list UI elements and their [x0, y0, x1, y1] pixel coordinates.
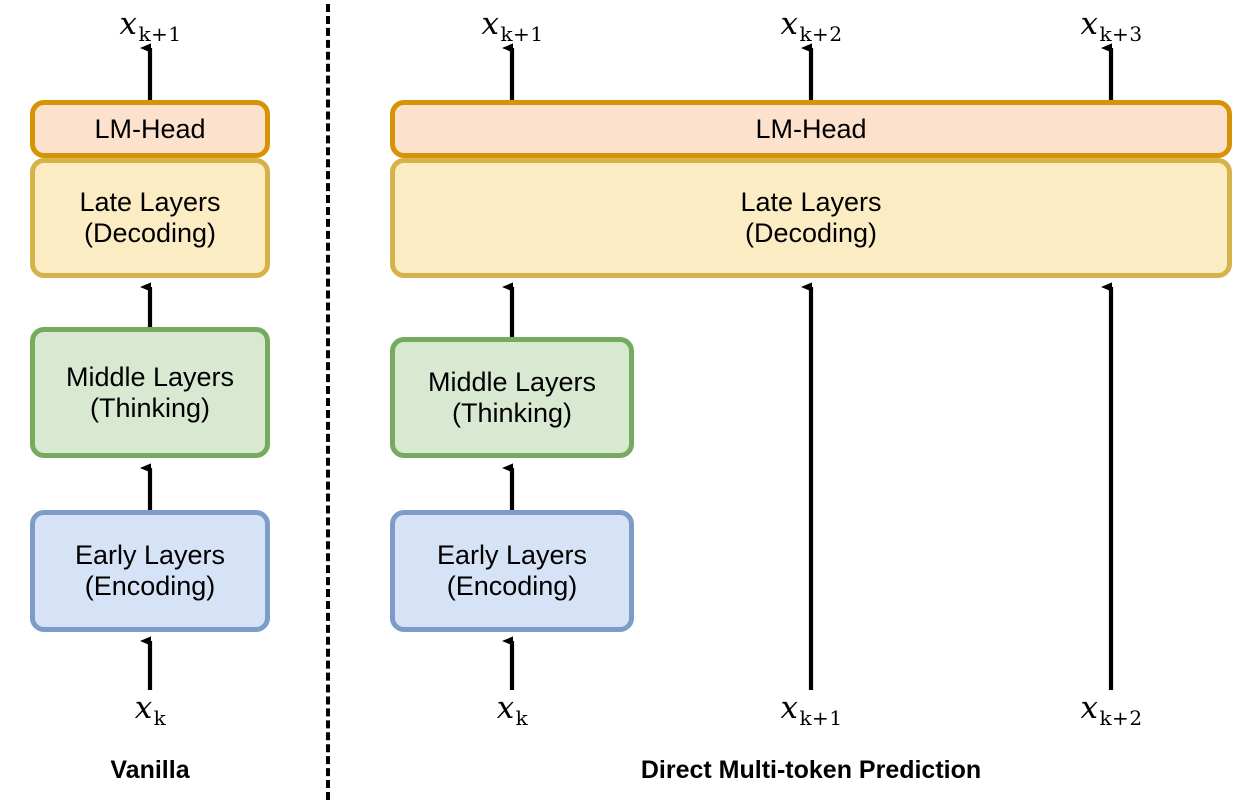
- dmtp-early-layers-line2: (Encoding): [446, 571, 578, 601]
- vanilla-late-layers-label: Late Layers (Decoding): [79, 187, 220, 249]
- dmtp-output-token-2-sub: k+3: [1099, 22, 1143, 46]
- dmtp-middle-layers-box[interactable]: Middle Layers (Thinking): [390, 337, 634, 458]
- dmtp-late-layers-line2: (Decoding): [744, 218, 878, 248]
- dmtp-input-token-0-sub: k: [515, 706, 529, 730]
- vanilla-late-layers-box[interactable]: Late Layers (Decoding): [30, 158, 270, 278]
- dmtp-output-token-1: xk+2: [780, 6, 842, 46]
- vanilla-output-token-0: xk+1: [119, 6, 181, 46]
- dmtp-output-token-0: xk+1: [481, 6, 543, 46]
- dmtp-late-layers-label: Late Layers (Decoding): [740, 187, 881, 249]
- dmtp-lm-head-label: LM-Head: [755, 114, 866, 145]
- vanilla-middle-layers-line2: (Thinking): [89, 392, 211, 423]
- dmtp-input-token-2-sub: k+2: [1099, 706, 1143, 730]
- panel-divider: [326, 4, 330, 800]
- vanilla-middle-layers-box[interactable]: Middle Layers (Thinking): [30, 327, 270, 458]
- dmtp-panel-caption: Direct Multi-token Prediction: [640, 756, 982, 784]
- dmtp-output-token-1-sub: k+2: [799, 22, 843, 46]
- dmtp-late-layers-box[interactable]: Late Layers (Decoding): [390, 158, 1232, 278]
- vanilla-late-layers-line2: (Decoding): [83, 218, 217, 248]
- dmtp-output-token-0-sub: k+1: [500, 22, 544, 46]
- vanilla-lm-head-label: LM-Head: [94, 114, 205, 145]
- dmtp-input-token-2: xk+2: [1080, 690, 1142, 730]
- dmtp-early-layers-line1: Early Layers: [436, 540, 588, 571]
- vanilla-early-layers-line2: (Encoding): [84, 571, 216, 601]
- dmtp-middle-layers-line1: Middle Layers: [427, 366, 597, 397]
- vanilla-early-layers-box[interactable]: Early Layers (Encoding): [30, 510, 270, 632]
- vanilla-input-token-0: xk: [134, 690, 166, 730]
- dmtp-output-token-1-base: x: [780, 6, 799, 42]
- dmtp-input-token-0: xk: [496, 690, 528, 730]
- dmtp-lm-head-line1: LM-Head: [755, 113, 867, 144]
- dmtp-early-layers-label: Early Layers (Encoding): [437, 540, 587, 602]
- dmtp-output-token-2-base: x: [1080, 6, 1099, 42]
- vanilla-middle-layers-line1: Middle Layers: [65, 361, 235, 392]
- vanilla-early-layers-line1: Early Layers: [74, 540, 226, 571]
- dmtp-input-token-2-base: x: [1080, 690, 1099, 726]
- dmtp-middle-layers-label: Middle Layers (Thinking): [428, 367, 596, 429]
- dmtp-output-token-0-base: x: [481, 6, 500, 42]
- vanilla-input-token-0-sub: k: [153, 706, 167, 730]
- dmtp-early-layers-box[interactable]: Early Layers (Encoding): [390, 510, 634, 632]
- dmtp-middle-layers-line2: (Thinking): [451, 397, 573, 428]
- vanilla-late-layers-line1: Late Layers: [79, 187, 221, 218]
- dmtp-input-token-1: xk+1: [780, 690, 842, 730]
- dmtp-input-token-1-base: x: [780, 690, 799, 726]
- vanilla-panel-caption: Vanilla: [110, 756, 190, 784]
- vanilla-lm-head-line1: LM-Head: [94, 113, 206, 144]
- vanilla-middle-layers-label: Middle Layers (Thinking): [66, 362, 234, 424]
- vanilla-input-token-0-base: x: [134, 690, 153, 726]
- dmtp-late-layers-line1: Late Layers: [740, 187, 882, 218]
- dmtp-output-token-2: xk+3: [1080, 6, 1142, 46]
- vanilla-output-token-0-base: x: [119, 6, 138, 42]
- dmtp-input-token-1-sub: k+1: [799, 706, 843, 730]
- vanilla-output-token-0-sub: k+1: [138, 22, 182, 46]
- dmtp-input-token-0-base: x: [496, 690, 515, 726]
- vanilla-early-layers-label: Early Layers (Encoding): [75, 540, 225, 602]
- vanilla-lm-head-box[interactable]: LM-Head: [30, 100, 270, 158]
- dmtp-lm-head-box[interactable]: LM-Head: [390, 100, 1232, 158]
